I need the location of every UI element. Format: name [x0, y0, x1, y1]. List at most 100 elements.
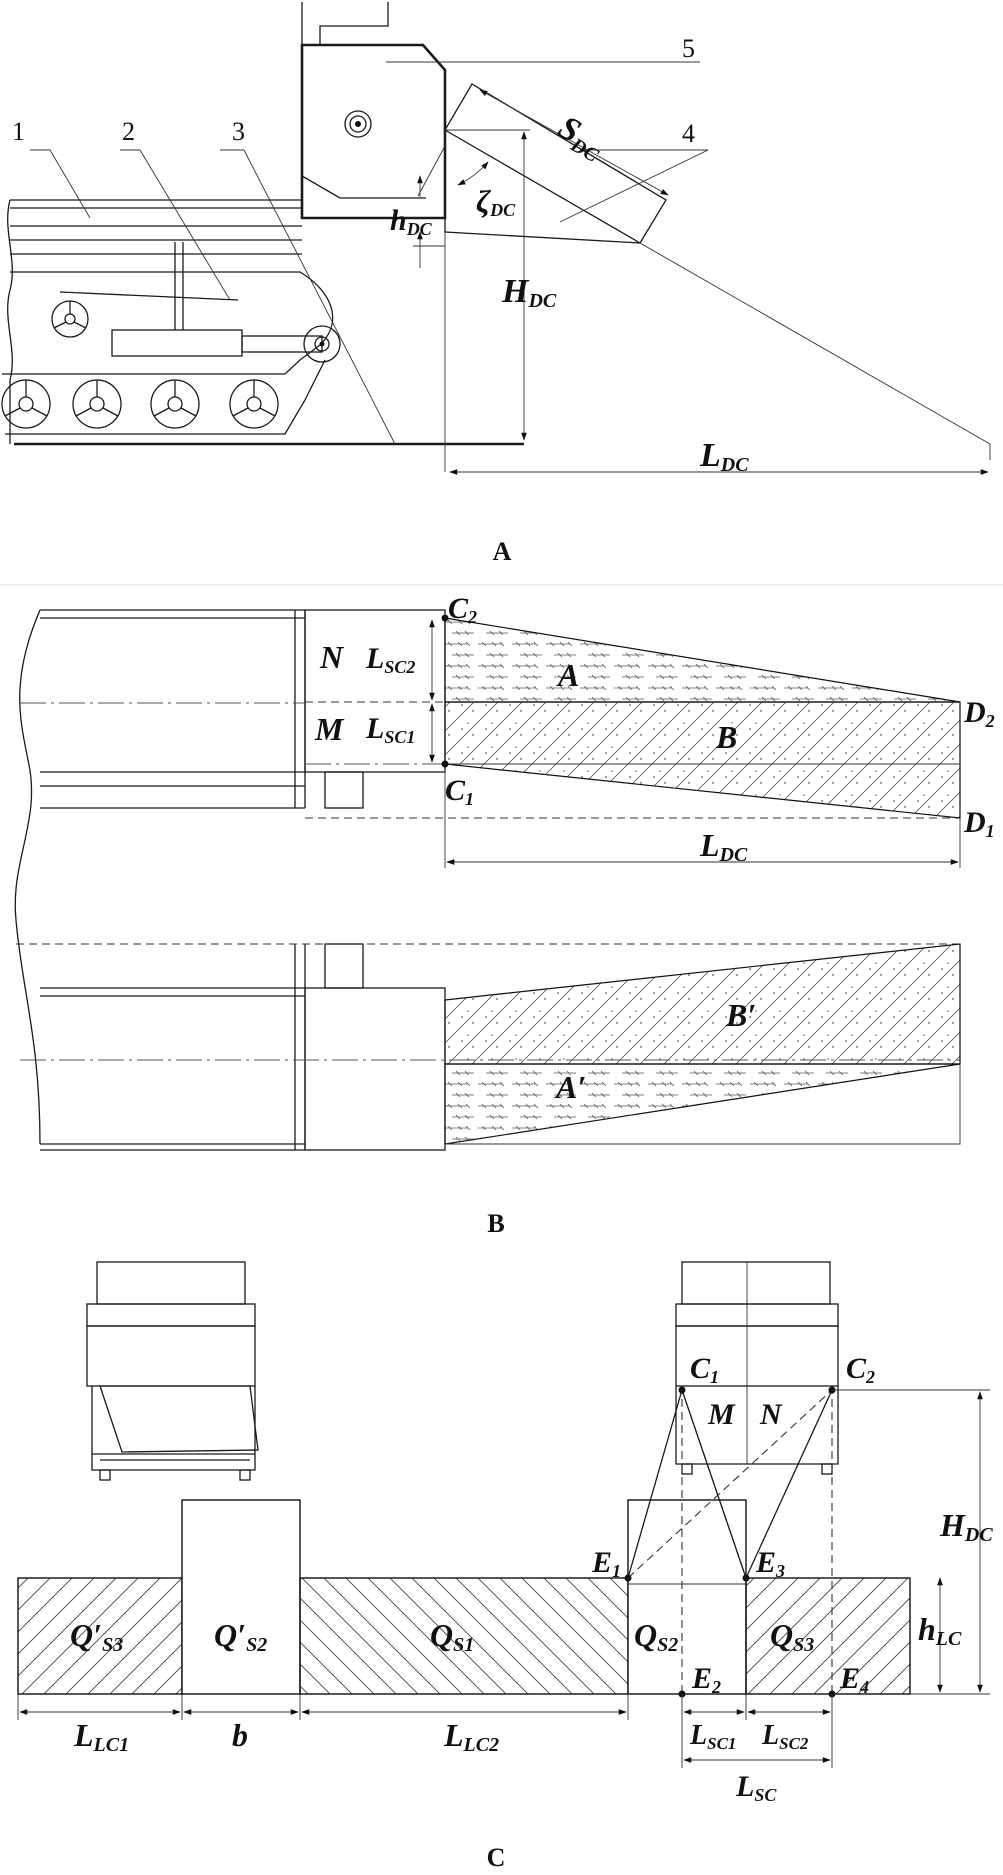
- point-e1: [624, 1574, 632, 1582]
- svg-text:hLC: hLC: [918, 1611, 962, 1650]
- region-a-prime: [444, 1063, 961, 1145]
- svg-text:LDC: LDC: [699, 827, 748, 866]
- track-belt-inner: [59, 291, 239, 301]
- ray-c1-e3: [681, 1389, 747, 1579]
- idler-wheel-icon: [303, 325, 341, 363]
- label-n-c: N: [759, 1398, 783, 1431]
- cylinder-rod: [241, 335, 323, 353]
- track-belt-upper: [10, 271, 334, 361]
- label-c1-c-sub: 1: [710, 1367, 719, 1387]
- right-machine-top: [681, 1261, 831, 1305]
- part-number-2: 2: [122, 117, 135, 146]
- lower-bound: [445, 1064, 961, 1145]
- svg-text:LDC: LDC: [699, 437, 749, 476]
- label-c2-c: C: [846, 1352, 867, 1385]
- label-hdc-c-sub: DC: [964, 1524, 993, 1546]
- svg-text:E2: E2: [691, 1662, 721, 1697]
- ray-c2-e3: [745, 1389, 833, 1579]
- part-number-4: 4: [682, 119, 695, 148]
- label-lsc1-c: L: [689, 1720, 707, 1751]
- svg-text:LSC2: LSC2: [761, 1720, 809, 1753]
- panel-b: C2 C1 D2 D1 N M LSC2 LSC1 A B LDC B′ A′ …: [14, 592, 995, 1238]
- label-llc1-sub: LC1: [93, 1734, 130, 1756]
- discharge-chute: [444, 128, 641, 244]
- svg-text:E1: E1: [591, 1546, 621, 1581]
- svg-text:LLC1: LLC1: [73, 1717, 129, 1756]
- svg-text:C2: C2: [448, 592, 477, 627]
- label-hlc-sub: LC: [935, 1628, 962, 1650]
- label-lsc2: L: [365, 642, 384, 675]
- hopper-body: [300, 43, 447, 220]
- conveyor-frame: [10, 199, 302, 255]
- svg-text:LSC1: LSC1: [689, 1720, 736, 1753]
- leader-2: [120, 149, 231, 301]
- label-e2-sub: 2: [711, 1677, 721, 1697]
- panel-a: 1 2 3 4 5 SDC ζDC hDC HDC LDC A: [1, 2, 991, 566]
- left-machine-top: [96, 1261, 246, 1305]
- label-lsc1: L: [365, 712, 384, 745]
- label-n: N: [319, 639, 345, 675]
- panel-c: C1 C2 M N E1 E2 E3 E4 HDC hLC Q′S3 Q′S2 …: [17, 1261, 993, 1872]
- svg-text:E3: E3: [755, 1546, 785, 1581]
- label-lsc2-sub: SC2: [384, 657, 415, 677]
- label-h-small: h: [390, 204, 407, 237]
- left-machine-band: [86, 1303, 256, 1327]
- leader-3: [220, 149, 396, 445]
- upper-chute-stub: [324, 771, 364, 809]
- label-ldc-b-sub: DC: [719, 844, 748, 866]
- label-lsc2-c: L: [761, 1720, 779, 1751]
- point-c1: [441, 760, 449, 768]
- svg-text:HDC: HDC: [939, 1507, 993, 1546]
- lower-chute-stub: [324, 943, 364, 989]
- caption-a: A: [493, 537, 512, 566]
- label-q-s2-sub: S2: [657, 1634, 678, 1656]
- label-hlc: h: [918, 1611, 936, 1647]
- break-line-b: [14, 609, 41, 1145]
- label-q-s1: Q: [430, 1617, 453, 1653]
- svg-text:Q′S2: Q′S2: [214, 1617, 267, 1656]
- cylinder-block: [111, 329, 243, 357]
- h-dc-leader: [417, 145, 446, 197]
- svg-text:LSC1: LSC1: [365, 712, 415, 747]
- part-number-1: 1: [12, 117, 25, 146]
- break-line: [7, 199, 13, 444]
- lower-frame-end: [294, 944, 306, 1150]
- label-e4-sub: 4: [859, 1677, 869, 1697]
- label-c2-c-sub: 2: [865, 1367, 875, 1387]
- label-h-small-sub: DC: [406, 219, 433, 239]
- label-c2: C: [448, 592, 469, 625]
- label-c1-sub: 1: [465, 789, 474, 809]
- label-d1-sub: 1: [986, 821, 995, 841]
- label-region-b: B: [715, 719, 737, 755]
- label-q-s3: Q: [770, 1617, 793, 1653]
- track-outline: [2, 359, 326, 435]
- hopper-bolt-icon: [344, 110, 372, 138]
- right-foot-l: [681, 1463, 693, 1475]
- svg-text:C2: C2: [846, 1352, 875, 1387]
- track-wheel-icon: [51, 300, 89, 338]
- right-machine-body: [675, 1325, 839, 1387]
- label-qp-s3-sub: S3: [102, 1634, 123, 1656]
- region-q-s3: [745, 1577, 911, 1695]
- upper-frame: [40, 609, 305, 809]
- label-llc1: L: [73, 1717, 94, 1753]
- chute-side: [444, 83, 667, 244]
- right-foot-r: [821, 1463, 833, 1475]
- label-e1: E: [591, 1546, 612, 1579]
- zeta-arc: [457, 161, 489, 186]
- label-l: L: [699, 437, 721, 474]
- part-number-5: 5: [682, 34, 695, 63]
- leader-1: [30, 149, 91, 219]
- label-lsc1-c-sub: SC1: [707, 1734, 736, 1753]
- caption-b: B: [487, 1209, 504, 1238]
- svg-text:C1: C1: [445, 774, 474, 809]
- region-q-prime-s2: [181, 1499, 301, 1695]
- label-e4: E: [839, 1662, 860, 1695]
- point-e3: [742, 1574, 750, 1582]
- upper-chute-box: [304, 609, 446, 773]
- label-q-s1-sub: S1: [453, 1634, 474, 1656]
- label-llc2: L: [443, 1717, 464, 1753]
- upper-frame-end: [294, 610, 306, 808]
- svg-text:D1: D1: [963, 806, 995, 841]
- point-c1-c: [678, 1386, 686, 1394]
